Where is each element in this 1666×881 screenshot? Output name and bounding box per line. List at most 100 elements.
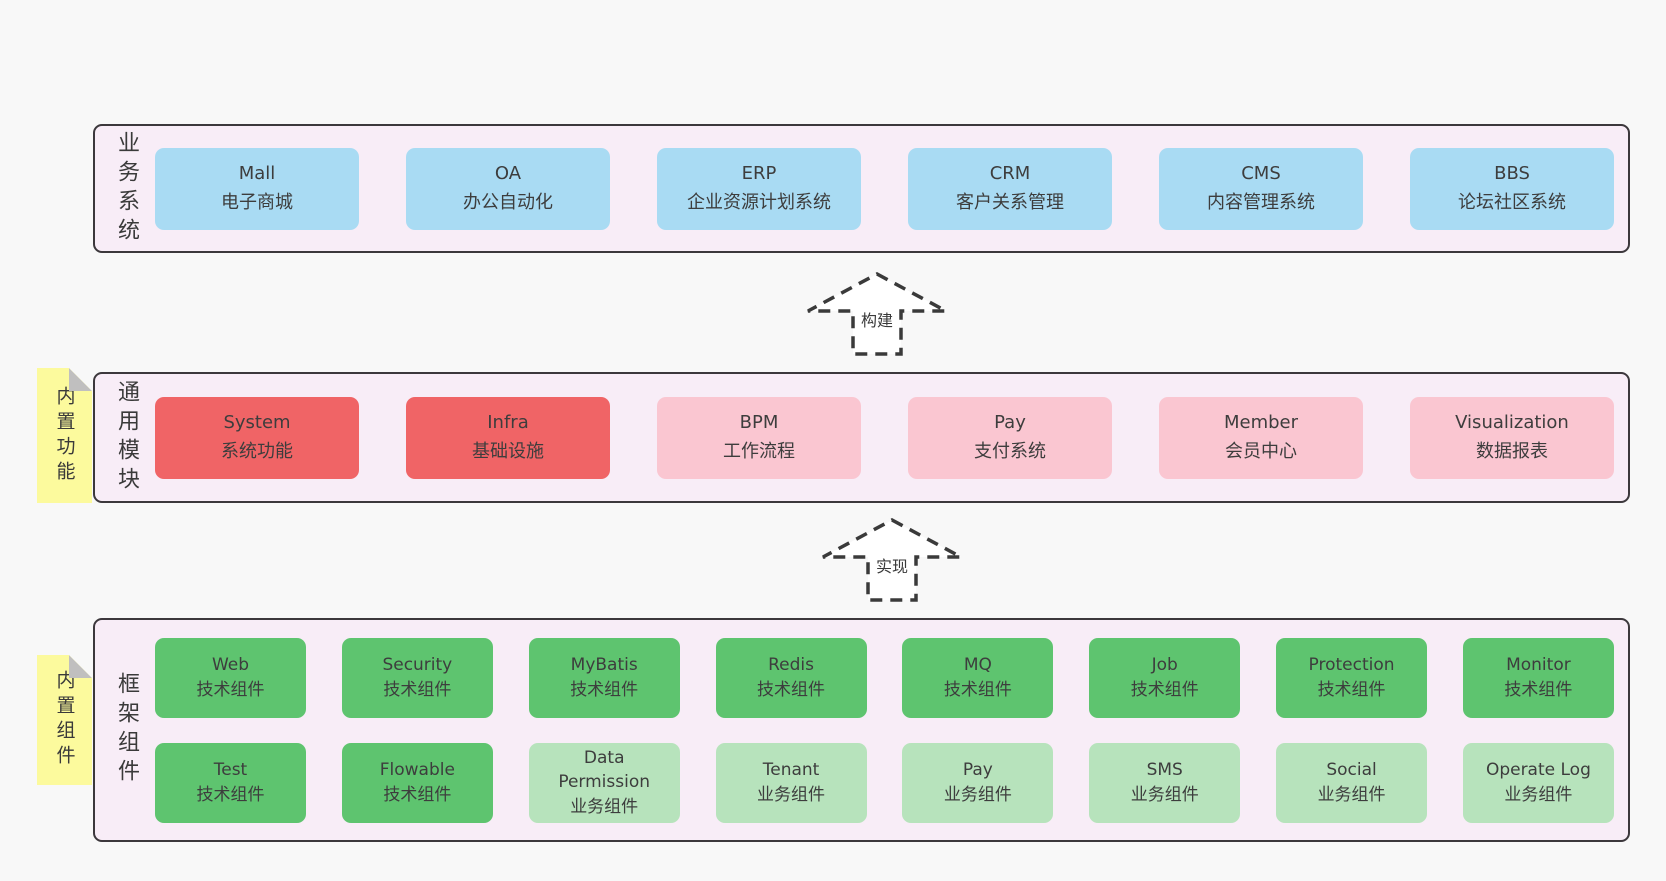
builtin-components-note: 内置组件 [37, 655, 92, 785]
box-title: Protection [1308, 654, 1395, 675]
box-title: Operate Log [1485, 759, 1591, 780]
box-pay-biz: Pay 业务组件 [902, 742, 1054, 823]
note-fold-corner [69, 655, 92, 678]
business-boxes-row: Mall 电子商城 OA 办公自动化 ERP 企业资源计划系统 CRM 客户关系… [155, 147, 1614, 230]
box-subtitle: 办公自动化 [463, 191, 553, 213]
box-title: MyBatis [570, 654, 638, 675]
box-social: Social 业务组件 [1276, 742, 1428, 823]
box-subtitle: 论坛社区系统 [1458, 191, 1566, 213]
box-subtitle: 会员中心 [1225, 440, 1297, 462]
box-subtitle: 业务组件 [1317, 784, 1386, 805]
box-redis: Redis 技术组件 [715, 637, 867, 718]
box-title: System [223, 411, 291, 433]
box-title: SMS [1146, 759, 1183, 780]
box-monitor: Monitor 技术组件 [1462, 637, 1614, 718]
box-title: Mall [238, 162, 276, 184]
box-erp: ERP 企业资源计划系统 [657, 147, 861, 230]
box-sms: SMS 业务组件 [1089, 742, 1241, 823]
box-title: Job [1151, 654, 1178, 675]
panel-label-business: 业务系统 [114, 130, 139, 247]
arrow-label: 构建 [858, 311, 896, 331]
box-title: Security [382, 654, 453, 675]
box-title: Tenant [762, 759, 820, 780]
box-subtitle: 数据报表 [1476, 440, 1548, 462]
box-security: Security 技术组件 [341, 637, 493, 718]
box-title: Web [211, 654, 250, 675]
box-title: Redis [768, 654, 814, 675]
box-operate-log: Operate Log 业务组件 [1462, 742, 1614, 823]
note-fold-corner [69, 368, 92, 391]
box-title: Data Permission [558, 747, 651, 793]
box-subtitle: 业务组件 [1504, 784, 1573, 805]
box-crm: CRM 客户关系管理 [908, 147, 1112, 230]
box-title: Member [1223, 411, 1299, 433]
box-subtitle: 技术组件 [943, 679, 1012, 700]
arrow-label: 实现 [873, 557, 911, 577]
box-title: ERP [741, 162, 777, 184]
box-subtitle: 技术组件 [196, 679, 265, 700]
box-subtitle: 技术组件 [1504, 679, 1573, 700]
box-subtitle: 客户关系管理 [956, 191, 1064, 213]
box-subtitle: 支付系统 [974, 440, 1046, 462]
box-pay: Pay 支付系统 [908, 396, 1112, 479]
box-title: Monitor [1506, 654, 1571, 675]
box-title: Social [1326, 759, 1377, 780]
box-title: Flowable [379, 759, 455, 780]
box-title: Pay [994, 411, 1026, 433]
build-arrow: 构建 [805, 271, 949, 357]
box-subtitle: 技术组件 [196, 784, 265, 805]
box-subtitle: 业务组件 [943, 784, 1012, 805]
box-protection: Protection 技术组件 [1276, 637, 1428, 718]
framework-components-panel: 框架组件 Web 技术组件 Security 技术组件 MyBatis 技术组件… [93, 618, 1630, 842]
box-title: OA [494, 162, 522, 184]
box-oa: OA 办公自动化 [406, 147, 610, 230]
components-row-2: Test 技术组件 Flowable 技术组件 Data Permission … [155, 742, 1614, 823]
box-subtitle: 工作流程 [723, 440, 795, 462]
box-mybatis: MyBatis 技术组件 [528, 637, 680, 718]
modules-boxes-row: System 系统功能 Infra 基础设施 BPM 工作流程 Pay 支付系统… [155, 396, 1614, 479]
box-title: Infra [487, 411, 529, 433]
box-subtitle: 技术组件 [1317, 679, 1386, 700]
box-title: BBS [1494, 162, 1530, 184]
box-title: BPM [739, 411, 779, 433]
box-tenant: Tenant 业务组件 [715, 742, 867, 823]
box-data-permission: Data Permission 业务组件 [528, 742, 680, 823]
box-title: Pay [962, 759, 993, 780]
box-bpm: BPM 工作流程 [657, 396, 861, 479]
box-mq: MQ 技术组件 [902, 637, 1054, 718]
box-subtitle: 业务组件 [757, 784, 826, 805]
box-title: CMS [1241, 162, 1281, 184]
box-title: MQ [963, 654, 992, 675]
box-subtitle: 技术组件 [383, 784, 452, 805]
box-title: Visualization [1455, 411, 1569, 433]
box-visualization: Visualization 数据报表 [1410, 396, 1614, 479]
box-subtitle: 基础设施 [472, 440, 544, 462]
builtin-features-note: 内置功能 [37, 368, 92, 503]
box-title: Test [213, 759, 248, 780]
box-system: System 系统功能 [155, 396, 359, 479]
box-test: Test 技术组件 [155, 742, 306, 823]
box-web: Web 技术组件 [155, 637, 306, 718]
box-title: CRM [989, 162, 1031, 184]
box-flowable: Flowable 技术组件 [341, 742, 493, 823]
box-bbs: BBS 论坛社区系统 [1410, 147, 1614, 230]
box-subtitle: 内容管理系统 [1207, 191, 1315, 213]
box-subtitle: 技术组件 [757, 679, 826, 700]
business-systems-panel: 业务系统 Mall 电子商城 OA 办公自动化 ERP 企业资源计划系统 CRM… [93, 124, 1630, 253]
box-subtitle: 企业资源计划系统 [687, 191, 831, 213]
box-job: Job 技术组件 [1089, 637, 1241, 718]
components-rows: Web 技术组件 Security 技术组件 MyBatis 技术组件 Redi… [155, 637, 1614, 823]
box-infra: Infra 基础设施 [406, 396, 610, 479]
box-subtitle: 系统功能 [221, 440, 293, 462]
implement-arrow: 实现 [820, 517, 964, 603]
panel-label-modules: 通用模块 [114, 379, 139, 496]
box-subtitle: 技术组件 [570, 679, 639, 700]
box-subtitle: 技术组件 [1130, 679, 1199, 700]
box-mall: Mall 电子商城 [155, 147, 359, 230]
note-text: 内置组件 [53, 670, 76, 770]
note-text: 内置功能 [53, 385, 76, 486]
panel-label-components: 框架组件 [114, 672, 139, 788]
box-subtitle: 业务组件 [1130, 784, 1199, 805]
common-modules-panel: 通用模块 System 系统功能 Infra 基础设施 BPM 工作流程 Pay… [93, 372, 1630, 503]
